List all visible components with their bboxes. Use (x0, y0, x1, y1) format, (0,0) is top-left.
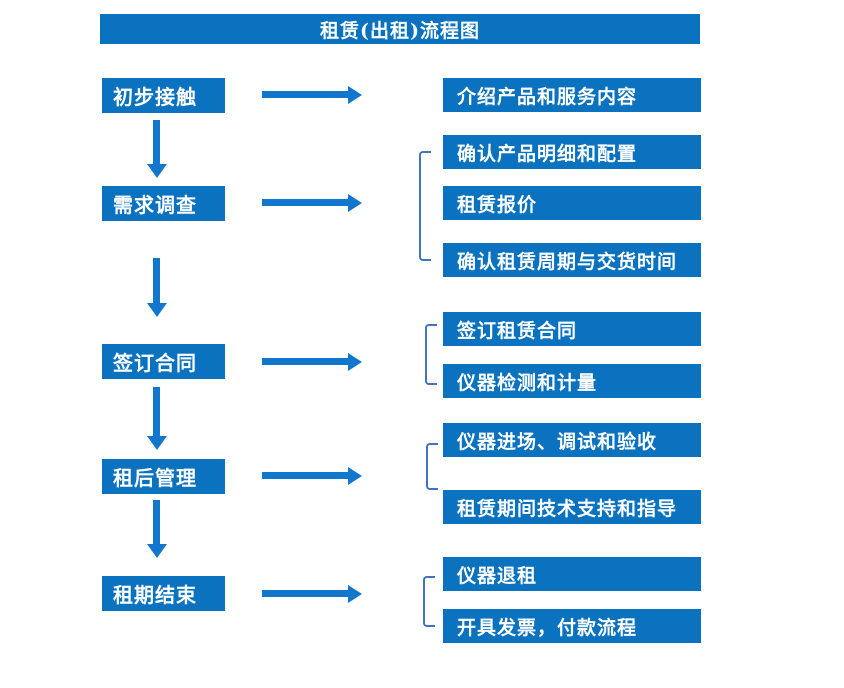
detail-confirm-period: 确认租赁周期与交货时间 (443, 243, 701, 277)
stage-post-rental: 租后管理 (102, 459, 225, 494)
detail-tech-support: 租赁期间技术支持和指导 (443, 490, 701, 524)
bracket-demand-survey-group (419, 151, 431, 261)
detail-instrument-return: 仪器退租 (443, 557, 701, 591)
right-arrow-icon (262, 194, 362, 212)
detail-instrument-testing: 仪器检测和计量 (443, 364, 701, 398)
down-arrow-icon (147, 120, 167, 178)
flowchart-title: 租赁(出租)流程图 (100, 14, 700, 44)
right-arrow-icon (262, 585, 362, 603)
down-arrow-icon (147, 387, 167, 450)
stage-demand-survey: 需求调查 (102, 186, 225, 221)
down-arrow-icon (147, 500, 167, 558)
right-arrow-icon (262, 353, 362, 371)
stage-sign-contract: 签订合同 (102, 344, 225, 379)
bracket-rental-end-group (423, 576, 435, 627)
detail-introduce-products: 介绍产品和服务内容 (443, 78, 701, 112)
down-arrow-icon (147, 258, 167, 317)
detail-instrument-setup: 仪器进场、调试和验收 (443, 423, 701, 457)
stage-rental-end: 租期结束 (102, 576, 225, 611)
detail-confirm-config: 确认产品明细和配置 (443, 135, 701, 169)
detail-sign-rental-contract: 签订租赁合同 (443, 312, 701, 346)
detail-invoice-payment: 开具发票，付款流程 (443, 609, 701, 643)
right-arrow-icon (262, 86, 362, 104)
bracket-post-rental-group (426, 443, 438, 490)
right-arrow-icon (262, 467, 362, 485)
detail-rental-quote: 租赁报价 (443, 186, 701, 220)
stage-initial-contact: 初步接触 (102, 78, 225, 113)
bracket-sign-contract-group (425, 324, 437, 385)
